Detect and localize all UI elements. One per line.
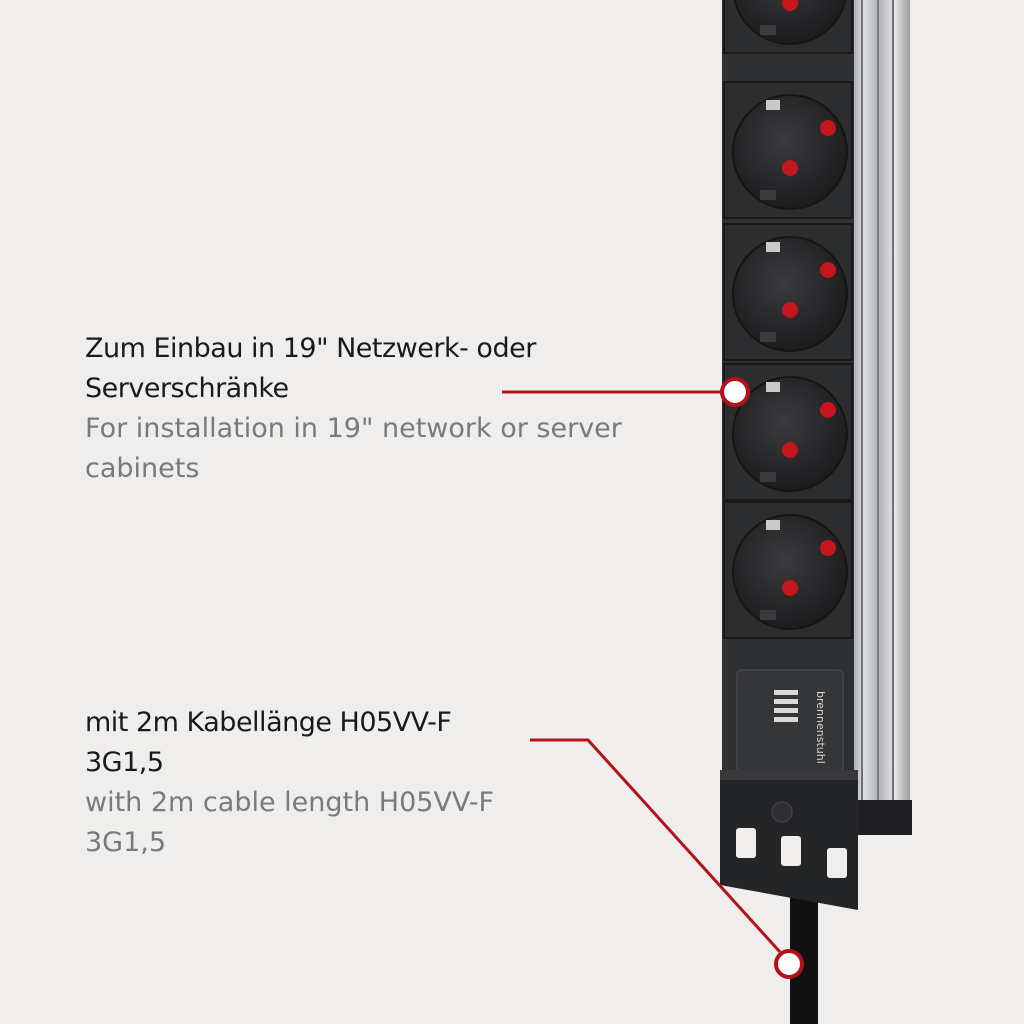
socket-pin-hole bbox=[820, 402, 836, 418]
socket-pin-hole bbox=[782, 0, 798, 11]
installation-caption-de: Zum Einbau in 19" Netzwerk- oder Servers… bbox=[85, 333, 536, 404]
socket-pin-hole bbox=[782, 580, 798, 596]
socket-module bbox=[723, 223, 853, 361]
socket-pin-hole bbox=[820, 120, 836, 136]
socket-pin-hole bbox=[782, 160, 798, 176]
cable-caption: mit 2m Kabellänge H05VV-F 3G1,5 with 2m … bbox=[85, 703, 525, 863]
socket-pin-hole bbox=[782, 442, 798, 458]
installation-caption: Zum Einbau in 19" Netzwerk- oder Servers… bbox=[85, 329, 625, 489]
socket-module bbox=[723, 363, 853, 501]
socket-module bbox=[723, 0, 853, 54]
socket-pin-hole bbox=[820, 262, 836, 278]
callout-lines bbox=[502, 390, 782, 954]
callout-marker-installation bbox=[720, 377, 750, 407]
sockets bbox=[723, 0, 853, 639]
callout-marker-cable bbox=[774, 949, 804, 979]
cable-caption-de: mit 2m Kabellänge H05VV-F 3G1,5 bbox=[85, 707, 452, 778]
socket-module bbox=[723, 501, 853, 639]
socket-module bbox=[723, 81, 853, 219]
aluminium-rail bbox=[848, 0, 912, 835]
cable-caption-en: with 2m cable length H05VV-F 3G1,5 bbox=[85, 787, 495, 858]
mounting-bracket bbox=[720, 770, 858, 910]
socket-pin-hole bbox=[782, 302, 798, 318]
installation-caption-en: For installation in 19" network or serve… bbox=[85, 413, 622, 484]
socket-pin-hole bbox=[820, 540, 836, 556]
brennenstuhl-logo: brennenstuhl bbox=[736, 669, 844, 779]
svg-text:brennenstuhl: brennenstuhl bbox=[814, 691, 827, 764]
callout-line-cable bbox=[530, 738, 782, 954]
